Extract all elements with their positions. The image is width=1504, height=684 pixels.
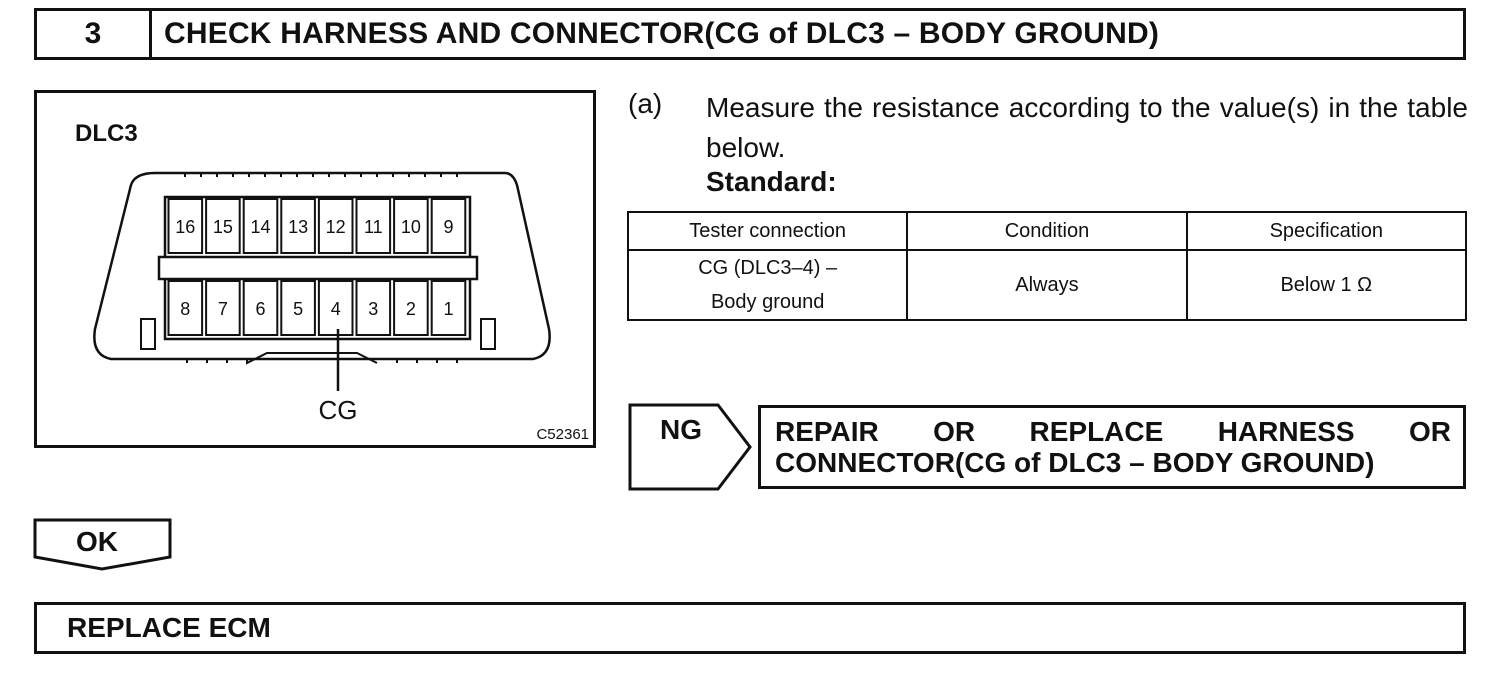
ng-action-line2: CONNECTOR(CG of DLC3 – BODY GROUND) bbox=[775, 447, 1375, 478]
pin-number: 2 bbox=[406, 299, 416, 319]
top-notches bbox=[184, 173, 458, 177]
pin-cell bbox=[242, 280, 279, 336]
pin-cell bbox=[280, 198, 316, 254]
ok-arrow-shape bbox=[33, 518, 172, 571]
right-latch-slot bbox=[480, 318, 496, 350]
cell-condition: Always bbox=[906, 249, 1188, 321]
pin-number: 15 bbox=[213, 217, 233, 237]
pin-number: 6 bbox=[255, 299, 265, 319]
pin-cell bbox=[355, 198, 392, 254]
pin-number: 5 bbox=[293, 299, 303, 319]
pin-cell bbox=[242, 198, 279, 254]
dlc3-connector-figure: 16 15 14 13 12 11 10 9 8 7 6 5 4 3 2 1 CG DLC3 C52361 bbox=[34, 90, 596, 448]
pin-cell bbox=[167, 280, 204, 336]
standard-label: Standard: bbox=[706, 166, 837, 197]
final-action-box: REPLACE ECM bbox=[34, 602, 1466, 654]
connector-outline bbox=[93, 171, 551, 361]
pin-number: 14 bbox=[250, 217, 270, 237]
step-title: CHECK HARNESS AND CONNECTOR(CG of DLC3 –… bbox=[164, 17, 1160, 50]
ok-label: OK bbox=[76, 526, 118, 557]
pin-number: 10 bbox=[401, 217, 421, 237]
dlc3-connector-diagram: 16 15 14 13 12 11 10 9 8 7 6 5 4 3 2 1 CG DLC3 C52361 bbox=[75, 120, 589, 443]
pin-number: 4 bbox=[331, 299, 341, 319]
pin-cell bbox=[317, 198, 354, 254]
pin-cell bbox=[393, 280, 429, 336]
step-label: (a) bbox=[628, 88, 663, 119]
pin-cell bbox=[317, 280, 354, 336]
pin-number: 13 bbox=[288, 217, 308, 237]
pin-cell bbox=[430, 280, 467, 336]
pin-cell bbox=[167, 198, 204, 254]
specification-table: Tester connection Condition Specificatio… bbox=[626, 211, 1468, 321]
instruction-text: Measure the resistance according to the … bbox=[706, 92, 1468, 163]
pin-cell bbox=[393, 198, 429, 254]
pin-number: 7 bbox=[218, 299, 228, 319]
step-header: 3 CHECK HARNESS AND CONNECTOR(CG of DLC3… bbox=[34, 8, 1466, 60]
step-number: 3 bbox=[37, 11, 152, 57]
pin-number: 8 bbox=[180, 299, 190, 319]
pin-cell bbox=[355, 280, 392, 336]
pin-number: 1 bbox=[443, 299, 453, 319]
ng-label: NG bbox=[660, 414, 702, 445]
ng-action-word: REPAIR bbox=[775, 416, 879, 447]
pin-number: 11 bbox=[364, 217, 383, 237]
left-latch-slot bbox=[140, 318, 156, 350]
tester-connection-line1: CG (DLC3–4) – bbox=[698, 257, 838, 279]
pin-number: 3 bbox=[368, 299, 378, 319]
separator-bar bbox=[157, 255, 479, 281]
ng-action-box: REPAIR OR REPLACE HARNESS OR CONNECTOR(C… bbox=[758, 405, 1466, 489]
column-header-condition: Condition bbox=[906, 211, 1188, 251]
ng-action-word: OR bbox=[933, 416, 976, 447]
pin-rows: 16 15 14 13 12 11 10 9 8 7 6 5 4 3 2 1 bbox=[167, 198, 467, 336]
ng-action-word: HARNESS bbox=[1217, 416, 1355, 447]
pin-cell bbox=[430, 198, 467, 254]
figure-code: C52361 bbox=[536, 426, 589, 443]
table-header-row: Tester connection Condition Specificatio… bbox=[626, 211, 1468, 251]
cg-pointer-label: CG bbox=[319, 395, 358, 425]
pin-number: 9 bbox=[443, 217, 453, 237]
connector-label: DLC3 bbox=[75, 120, 138, 147]
ng-action-word: OR bbox=[1409, 416, 1451, 447]
column-header-specification: Specification bbox=[1185, 211, 1468, 251]
pin-number: 12 bbox=[326, 217, 346, 237]
tester-connection-line2: Body ground bbox=[710, 291, 825, 313]
ng-action-word: REPLACE bbox=[1029, 416, 1164, 447]
cell-tester-connection: CG (DLC3–4) – Body ground bbox=[626, 249, 909, 321]
final-action-text: REPLACE ECM bbox=[67, 612, 271, 643]
pin-cell bbox=[280, 280, 316, 336]
ng-action-line1: REPAIR OR REPLACE HARNESS OR bbox=[775, 416, 1451, 447]
pin-number: 16 bbox=[175, 217, 195, 237]
table-row: CG (DLC3–4) – Body ground Always Below 1… bbox=[626, 249, 1468, 321]
pin-cell bbox=[205, 198, 241, 254]
pin-cell bbox=[205, 280, 241, 336]
ng-arrow-shape bbox=[628, 403, 752, 491]
column-header-tester-connection: Tester connection bbox=[626, 211, 909, 251]
cell-specification: Below 1 Ω bbox=[1185, 249, 1468, 321]
connector-key-tab bbox=[186, 352, 458, 365]
